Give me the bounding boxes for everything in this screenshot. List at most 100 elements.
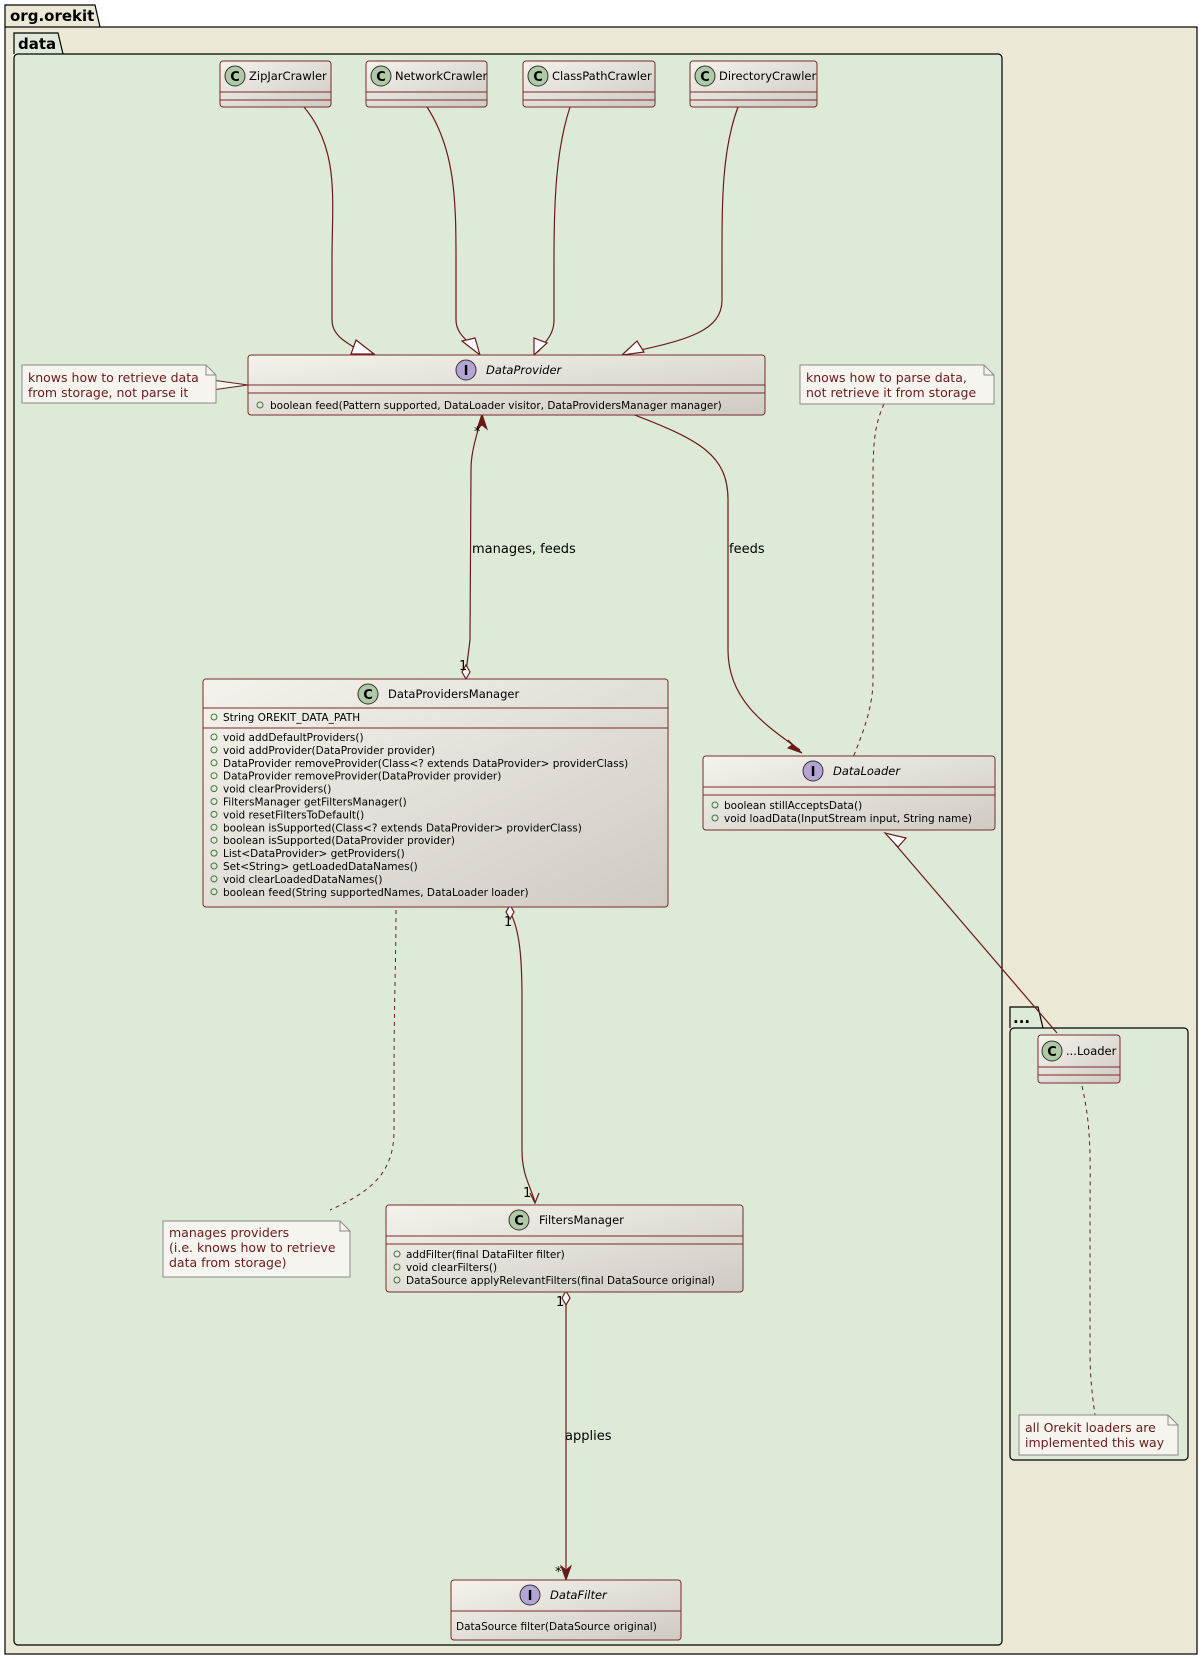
public-visibility-icon	[210, 810, 218, 818]
inherit-arrow-classpath	[533, 337, 549, 357]
manager-member: boolean isSupported(Class<? extends Data…	[223, 822, 582, 834]
interface-name-datafilter: DataFilter	[550, 1588, 608, 1602]
aggregation-diamond-manager-top	[461, 663, 471, 681]
note-manager-line-2: (i.e. knows how to retrieve	[169, 1240, 336, 1255]
note-connector-impl	[1081, 1085, 1097, 1426]
svg-text:C: C	[533, 70, 543, 85]
edge-directory-inherits-dataprovider	[625, 106, 739, 354]
public-visibility-icon	[210, 875, 218, 883]
arrow-into-datafilter	[559, 1564, 573, 1582]
class-networkcrawler[interactable]: C NetworkCrawler	[365, 60, 488, 108]
public-visibility-icon	[711, 801, 719, 809]
class-name-classpathcrawler: ClassPathCrawler	[552, 69, 652, 83]
aggregation-diamond-filters	[561, 1289, 571, 1307]
inherit-arrow-zipjar	[350, 339, 376, 355]
mult-manager-one-top: 1	[459, 659, 467, 674]
svg-text:C: C	[230, 70, 240, 85]
mult-manager-one-bottom: 1	[504, 915, 512, 930]
interface-dataprovider[interactable]: I DataProvider boolean feed(Pattern supp…	[247, 354, 766, 416]
interface-name-dataloader: DataLoader	[833, 764, 901, 778]
class-name-filtersmanager: FiltersManager	[539, 1213, 624, 1227]
package-org-orekit-label: org.orekit	[10, 7, 94, 25]
note-provider: knows how to retrieve data from storage,…	[21, 364, 217, 404]
manager-member: Set<String> getLoadedDataNames()	[223, 861, 418, 873]
arrow-into-filters	[529, 1192, 540, 1205]
inherit-arrow-network	[460, 337, 482, 357]
edge-manager-filters	[509, 911, 536, 1203]
class-loader[interactable]: C ...Loader	[1037, 1034, 1121, 1084]
manager-member: void addProvider(DataProvider provider)	[223, 745, 435, 757]
manager-member: DataProvider removeProvider(Class<? exte…	[223, 758, 628, 770]
svg-text:C: C	[376, 70, 386, 85]
class-stereotype-icon	[224, 65, 246, 87]
mult-datafilter-star: *	[555, 1565, 562, 1580]
class-name-directorycrawler: DirectoryCrawler	[719, 69, 816, 83]
interface-datafilter[interactable]: I DataFilter DataSource filter(DataSourc…	[450, 1579, 682, 1641]
manager-member: boolean isSupported(DataProvider provide…	[223, 835, 455, 847]
arrow-into-dataprovider	[475, 412, 489, 431]
class-filtersmanager[interactable]: C FiltersManager addFilter(final DataFil…	[385, 1204, 744, 1293]
public-visibility-icon	[210, 823, 218, 831]
public-visibility-icon	[393, 1276, 401, 1284]
class-name-loader: ...Loader	[1066, 1044, 1117, 1058]
note-provider-line-1: knows how to retrieve data	[28, 370, 199, 385]
inherit-arrow-directory	[620, 340, 646, 356]
manager-member: List<DataProvider> getProviders()	[223, 848, 405, 860]
interface-stereotype-icon	[802, 760, 824, 782]
manager-member: void clearLoadedDataNames()	[223, 874, 382, 886]
interface-name-dataprovider: DataProvider	[486, 363, 563, 377]
public-visibility-icon	[210, 862, 218, 870]
interface-dataloader[interactable]: I DataLoader boolean stillAcceptsData() …	[702, 755, 996, 831]
note-connectors	[329, 403, 1097, 1426]
class-name-dataprovidersmanager: DataProvidersManager	[388, 687, 519, 701]
svg-text:I: I	[464, 364, 469, 379]
class-stereotype-icon	[694, 65, 716, 87]
public-visibility-icon	[210, 772, 218, 780]
manager-member: DataProvider removeProvider(DataProvider…	[223, 771, 501, 783]
aggregation-diamond-manager-bottom	[505, 903, 515, 921]
note-connector-loader	[851, 403, 885, 761]
member-filter: DataSource filter(DataSource original)	[456, 1621, 657, 1633]
svg-text:C: C	[1047, 1045, 1057, 1060]
note-manager-line-3: data from storage)	[169, 1255, 287, 1270]
class-name-networkcrawler: NetworkCrawler	[395, 69, 487, 83]
svg-text:C: C	[363, 688, 373, 703]
note-loader: knows how to parse data, not retrieve it…	[799, 364, 995, 405]
svg-text:C: C	[700, 70, 710, 85]
package-ellipsis-label: ...	[1013, 1009, 1030, 1027]
class-classpathcrawler[interactable]: C ClassPathCrawler	[522, 60, 656, 108]
edge-markers	[350, 337, 908, 1582]
public-visibility-icon	[210, 836, 218, 844]
class-stereotype-icon	[527, 65, 549, 87]
class-zipjarcrawler[interactable]: C ZipJarCrawler	[219, 60, 332, 108]
svg-text:I: I	[811, 765, 816, 780]
svg-text:C: C	[514, 1214, 524, 1229]
edges	[303, 106, 1058, 1578]
manager-member: void addDefaultProviders()	[223, 732, 364, 744]
edge-loader-inherits-dataloader	[894, 843, 1058, 1034]
public-visibility-icon	[393, 1263, 401, 1271]
inherit-arrow-loader	[883, 831, 908, 848]
arrow-into-dataloader	[786, 739, 803, 754]
note-impl: all Orekit loaders are implemented this …	[1018, 1414, 1179, 1456]
member-clear-filters: void clearFilters()	[406, 1262, 497, 1274]
member-still-accepts-data: boolean stillAcceptsData()	[724, 800, 862, 812]
class-directorycrawler[interactable]: C DirectoryCrawler	[689, 60, 818, 108]
note-impl-line-1: all Orekit loaders are	[1025, 1420, 1156, 1435]
svg-text:I: I	[528, 1589, 533, 1604]
edge-dataprovider-dataloader	[631, 413, 801, 751]
class-stereotype-icon	[508, 1209, 530, 1231]
public-visibility-icon	[711, 814, 719, 822]
member-load-data: void loadData(InputStream input, String …	[724, 813, 972, 825]
note-loader-line-1: knows how to parse data,	[806, 370, 967, 385]
member-dataprovider-feed: boolean feed(Pattern supported, DataLoad…	[270, 400, 722, 412]
manager-member: void resetFiltersToDefault()	[223, 809, 364, 821]
field-orekit-data-path: String OREKIT_DATA_PATH	[223, 712, 360, 724]
public-visibility-icon	[210, 798, 218, 805]
manager-member: void clearProviders()	[223, 784, 331, 796]
public-visibility-icon	[210, 733, 218, 741]
note-loader-line-2: not retrieve it from storage	[806, 385, 976, 400]
class-dataprovidersmanager[interactable]: C DataProvidersManager String OREKIT_DAT…	[202, 678, 669, 908]
public-visibility-icon	[210, 849, 218, 857]
label-applies: applies	[565, 1429, 612, 1444]
